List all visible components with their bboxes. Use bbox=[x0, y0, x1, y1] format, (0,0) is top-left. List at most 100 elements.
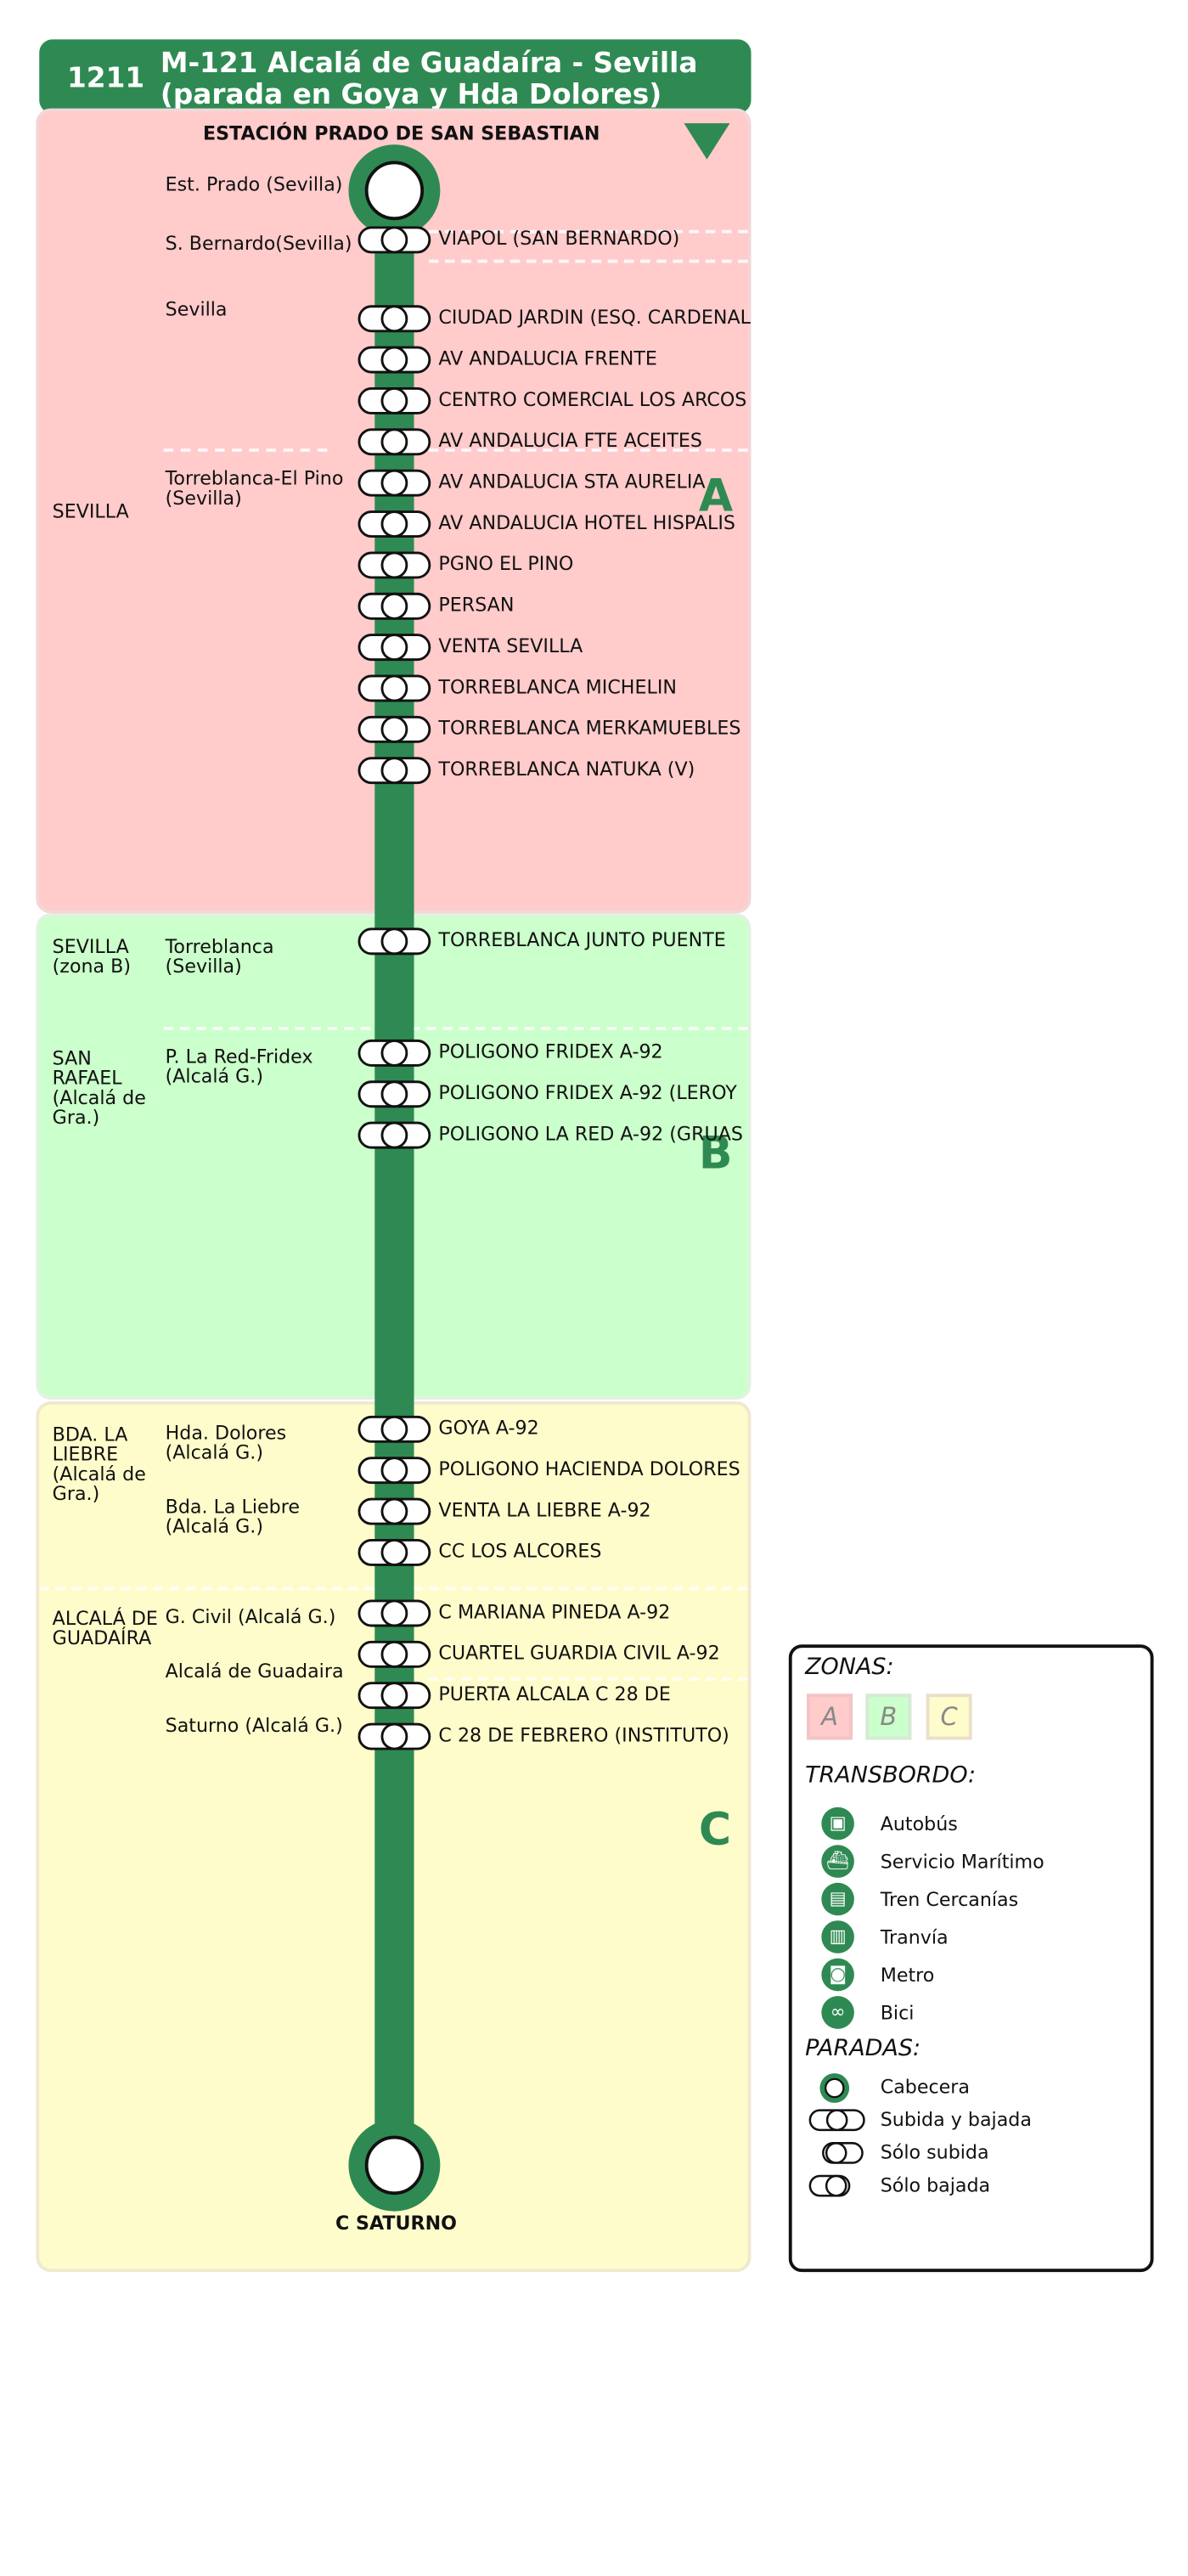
zone-c-letter: C bbox=[698, 1805, 732, 1857]
stop-name: PGNO EL PINO bbox=[438, 551, 574, 576]
legend-transfer-label: Bici bbox=[880, 2000, 915, 2025]
stop-name: PERSAN bbox=[438, 593, 515, 617]
down-triangle-icon bbox=[684, 123, 730, 160]
boarding-only-stop-icon bbox=[822, 2142, 864, 2164]
nucleus-label: Hda. Dolores (Alcalá G.) bbox=[165, 1421, 287, 1464]
alighting-only-stop-icon bbox=[808, 2174, 851, 2197]
legend-stops-title: PARADAS: bbox=[805, 2035, 921, 2062]
stop-name: POLIGONO HACIENDA DOLORES bbox=[438, 1457, 740, 1480]
terminal-stop-icon bbox=[348, 144, 441, 237]
nucleus-label: Est. Prado (Sevilla) bbox=[165, 172, 343, 196]
bike-icon: ∞ bbox=[821, 1996, 854, 2029]
legend-stop-label: Sólo subida bbox=[880, 2140, 989, 2164]
boarding-alighting-stop-icon bbox=[358, 1538, 431, 1566]
stop-name: C 28 DE FEBRERO (INSTITUTO) bbox=[438, 1723, 729, 1747]
route-code: 1211 bbox=[67, 62, 145, 96]
tram-icon: ▥ bbox=[821, 1920, 854, 1953]
legend-stop-label: Cabecera bbox=[880, 2075, 970, 2099]
legend-transfer-label: Servicio Marítimo bbox=[880, 1850, 1044, 1874]
boarding-alighting-stop-icon bbox=[358, 346, 431, 374]
stop-name: TORREBLANCA MICHELIN bbox=[438, 675, 677, 699]
legend-zone-a-swatch: A bbox=[807, 1694, 853, 1740]
municipality-label: SEVILLA (zona B) bbox=[52, 934, 132, 978]
boarding-alighting-stop-icon bbox=[358, 634, 431, 662]
stop-name: VIAPOL (SAN BERNARDO) bbox=[438, 226, 680, 251]
stop-name: POLIGONO LA RED A-92 (GRUAS bbox=[438, 1122, 743, 1146]
legend-transfer-label: Autobús bbox=[880, 1812, 958, 1835]
legend-zones-title: ZONAS: bbox=[805, 1654, 894, 1681]
start-terminal-label: ESTACIÓN PRADO DE SAN SEBASTIAN bbox=[202, 121, 600, 145]
separator bbox=[428, 1677, 748, 1681]
nucleus-label: Sevilla bbox=[165, 297, 228, 321]
legend-stop-label: Subida y bajada bbox=[880, 2107, 1032, 2131]
boarding-alighting-stop-icon bbox=[358, 1497, 431, 1525]
stop-name: CC LOS ALCORES bbox=[438, 1539, 602, 1563]
legend-transfer-label: Metro bbox=[880, 1963, 935, 1987]
route-header: 1211 M-121 Alcalá de Guadaíra - Sevilla … bbox=[39, 39, 752, 114]
legend-transfer-label: Tranvía bbox=[880, 1925, 949, 1949]
nucleus-label: S. Bernardo(Sevilla) bbox=[165, 231, 352, 255]
end-terminal-label: C SATURNO bbox=[335, 2211, 457, 2235]
boarding-alighting-stop-icon bbox=[358, 1039, 431, 1067]
boarding-alighting-stop-icon bbox=[358, 927, 431, 955]
nucleus-label: G. Civil (Alcalá G.) bbox=[165, 1604, 336, 1628]
municipality-label: SAN RAFAEL (Alcalá de Gra.) bbox=[52, 1046, 146, 1129]
terminal-stop-icon bbox=[348, 2119, 441, 2212]
boarding-alighting-stop-icon bbox=[358, 469, 431, 497]
train-icon: ▤ bbox=[821, 1882, 854, 1916]
boarding-alighting-stop-icon bbox=[358, 1682, 431, 1710]
nucleus-label: Saturno (Alcalá G.) bbox=[165, 1713, 343, 1737]
route-subtitle: (parada en Goya y Hda Dolores) bbox=[160, 78, 662, 112]
zone-b-letter: B bbox=[698, 1128, 733, 1180]
stop-name: CUARTEL GUARDIA CIVIL A-92 bbox=[438, 1641, 720, 1665]
boarding-alighting-stop-icon bbox=[358, 387, 431, 414]
boarding-alighting-stop-icon bbox=[358, 715, 431, 743]
boarding-alighting-stop-icon bbox=[808, 2109, 865, 2132]
municipality-label: SEVILLA bbox=[52, 499, 129, 523]
stop-name: CIUDAD JARDIN (ESQ. CARDENAL bbox=[438, 305, 751, 329]
nucleus-label: Alcalá de Guadaira bbox=[165, 1659, 344, 1683]
legend-zone-c-swatch: C bbox=[926, 1694, 972, 1740]
stop-name: AV ANDALUCIA STA AURELIA bbox=[438, 470, 706, 493]
stop-name: CENTRO COMERCIAL LOS ARCOS bbox=[438, 387, 747, 411]
legend-box: ZONAS: A B C TRANSBORDO: ▣ Autobús ⛴ Ser… bbox=[788, 1644, 1154, 2273]
boarding-alighting-stop-icon bbox=[358, 592, 431, 620]
stop-name: AV ANDALUCIA FTE ACEITES bbox=[438, 428, 702, 452]
stop-name: POLIGONO FRIDEX A-92 bbox=[438, 1040, 663, 1063]
metro-icon: ◙ bbox=[821, 1958, 854, 1992]
municipality-label: BDA. LA LIEBRE (Alcalá de Gra.) bbox=[52, 1423, 146, 1505]
separator bbox=[163, 1026, 748, 1030]
bus-icon: ▣ bbox=[821, 1807, 854, 1840]
stop-name: GOYA A-92 bbox=[438, 1416, 539, 1440]
legend-transfer-label: Tren Cercanías bbox=[880, 1887, 1019, 1911]
legend-transfer-title: TRANSBORDO: bbox=[805, 1762, 977, 1790]
boarding-alighting-stop-icon bbox=[358, 510, 431, 538]
nucleus-label: Torreblanca-El Pino (Sevilla) bbox=[165, 466, 344, 510]
stop-name: VENTA LA LIEBRE A-92 bbox=[438, 1498, 651, 1522]
nucleus-label: Torreblanca (Sevilla) bbox=[165, 934, 274, 978]
municipality-label: ALCALÁ DE GUADAÍRA bbox=[52, 1606, 158, 1650]
stop-name: C MARIANA PINEDA A-92 bbox=[438, 1600, 671, 1624]
stop-name: VENTA SEVILLA bbox=[438, 634, 583, 657]
separator bbox=[428, 259, 748, 263]
route-title: M-121 Alcalá de Guadaíra - Sevilla bbox=[160, 48, 698, 81]
boarding-alighting-stop-icon bbox=[358, 757, 431, 785]
stop-name: AV ANDALUCIA HOTEL HISPALIS bbox=[438, 510, 736, 534]
zone-a-letter: A bbox=[698, 471, 734, 523]
separator bbox=[428, 448, 748, 452]
nucleus-label: Bda. La Liebre (Alcalá G.) bbox=[165, 1495, 301, 1538]
stop-name: TORREBLANCA JUNTO PUENTE bbox=[438, 927, 726, 951]
boarding-alighting-stop-icon bbox=[358, 1457, 431, 1485]
legend-stop-label: Sólo bajada bbox=[880, 2173, 991, 2197]
stop-name: TORREBLANCA NATUKA (V) bbox=[438, 757, 695, 781]
boarding-alighting-stop-icon bbox=[358, 1722, 431, 1750]
legend-zone-b-swatch: B bbox=[865, 1694, 912, 1740]
boarding-alighting-stop-icon bbox=[358, 1080, 431, 1108]
stop-name: POLIGONO FRIDEX A-92 (LEROY bbox=[438, 1080, 737, 1104]
boarding-alighting-stop-icon bbox=[358, 428, 431, 456]
stop-name: AV ANDALUCIA FRENTE bbox=[438, 347, 657, 370]
separator bbox=[163, 448, 328, 452]
boarding-alighting-stop-icon bbox=[358, 226, 431, 254]
boarding-alighting-stop-icon bbox=[358, 1599, 431, 1627]
